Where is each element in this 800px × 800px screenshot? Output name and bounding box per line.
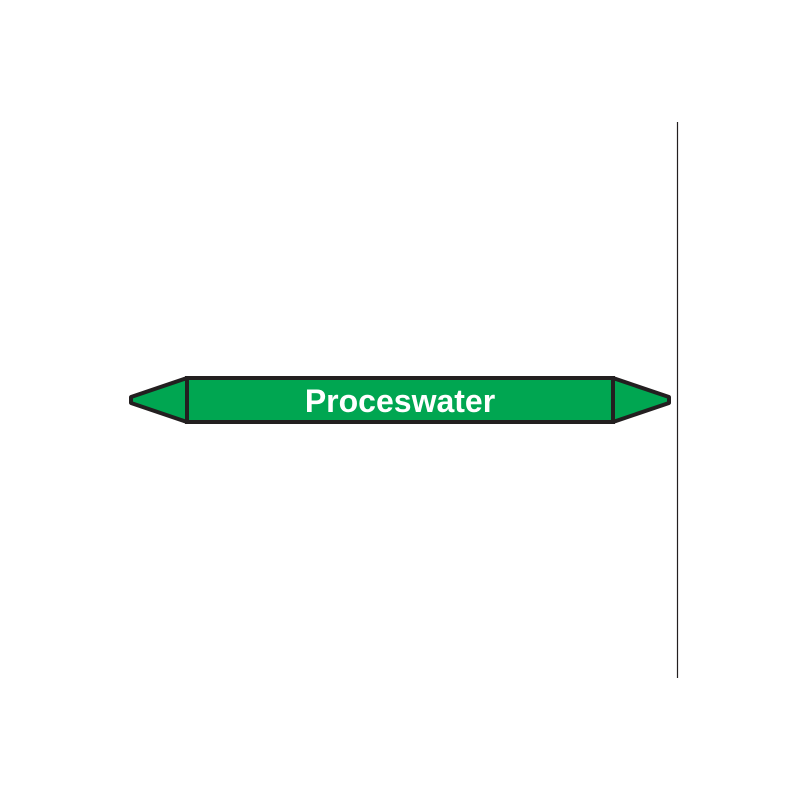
arrow-right-icon bbox=[611, 376, 671, 424]
arrow-left-icon bbox=[129, 376, 189, 424]
marker-label-text: Proceswater bbox=[305, 383, 495, 419]
